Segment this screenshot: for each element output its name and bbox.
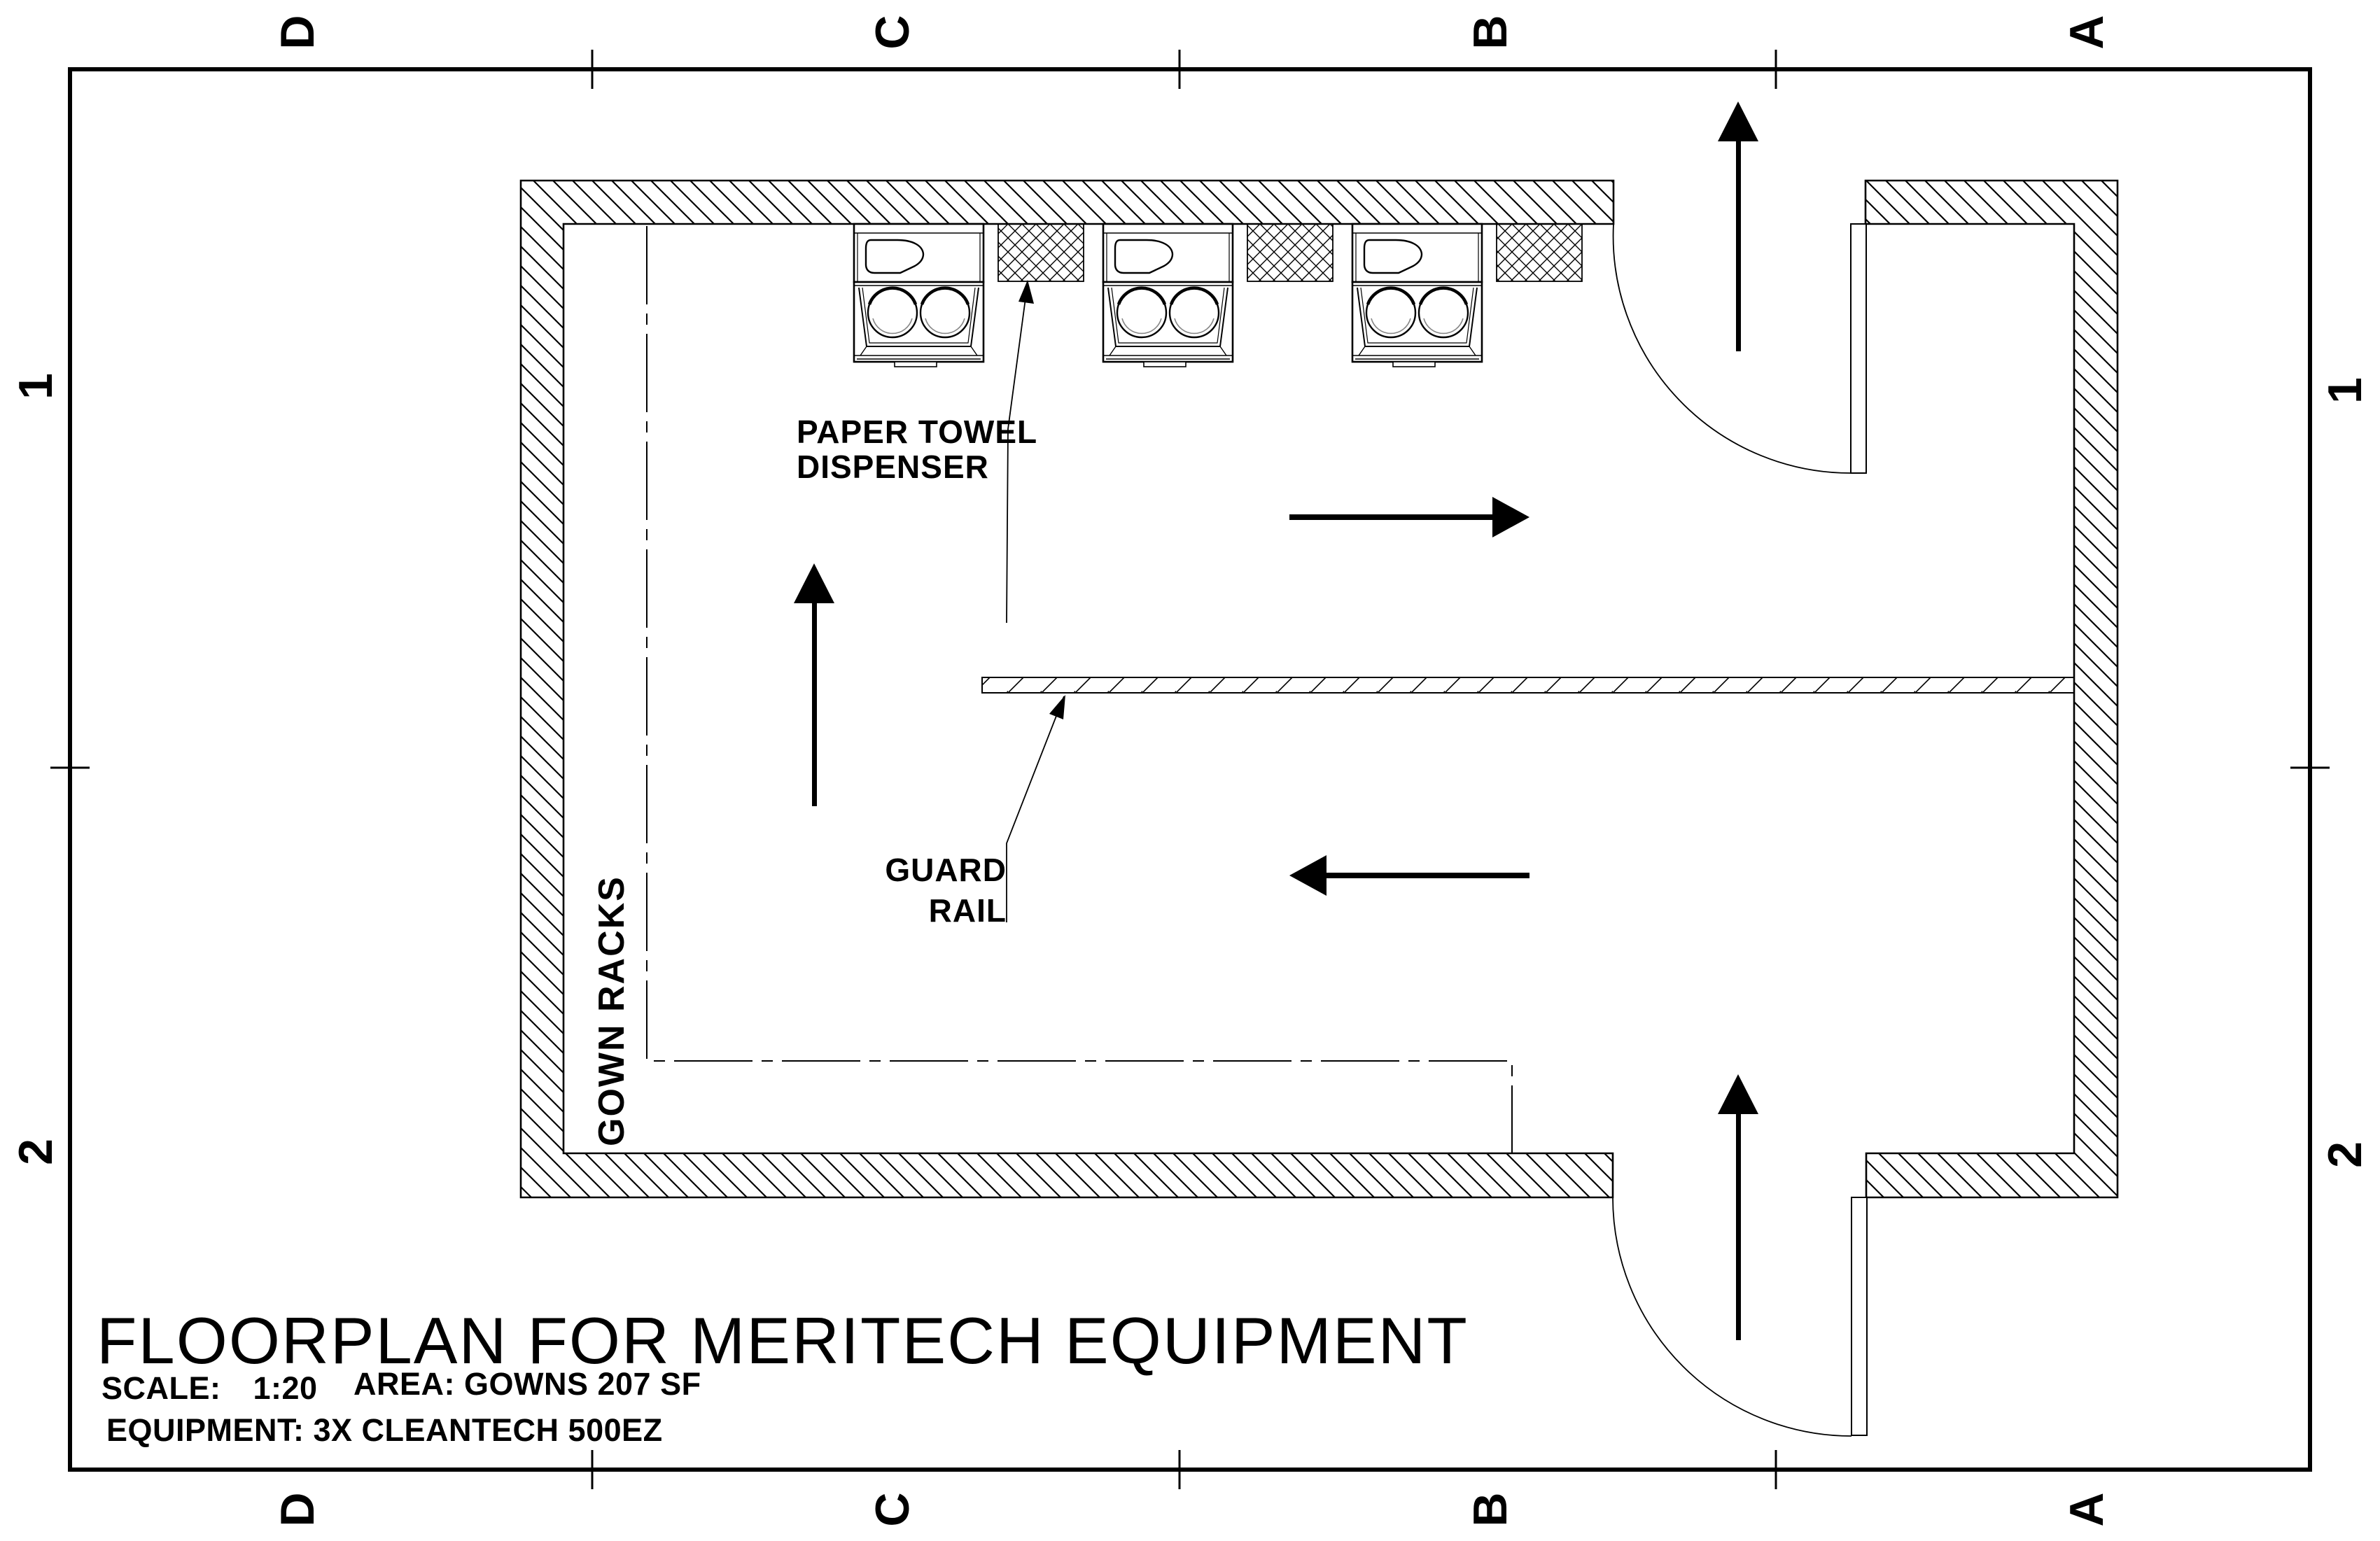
paper-towel-label-line1: PAPER TOWEL <box>797 414 1038 450</box>
grid-label-top-c: C <box>866 15 919 50</box>
cleantech-unit-3 <box>1352 224 1482 367</box>
gown-racks-label: GOWN RACKS <box>592 875 632 1146</box>
scale-value: 1:20 <box>253 1370 318 1406</box>
leader-arrowhead-paper-towel <box>1018 280 1034 304</box>
grid-label-right-2: 2 <box>2318 1141 2372 1168</box>
door-top <box>1612 223 1867 474</box>
grid-label-left-2: 2 <box>9 1139 62 1165</box>
walls <box>519 179 2119 1199</box>
guard-rail-label-line1: GUARD <box>885 852 1007 888</box>
leader-paper-towel <box>1006 282 1028 624</box>
grid-label-bottom-a: A <box>2060 1492 2113 1527</box>
grid-label-top-b: B <box>1464 15 1517 50</box>
wall-left-top-bottom <box>519 179 1615 1199</box>
sheet-border <box>50 50 2330 1489</box>
door-bottom-swing-arc <box>1612 1197 1852 1437</box>
drawing-title: FLOORPLAN FOR MERITECH EQUIPMENT <box>97 1304 1469 1377</box>
leader-arrowhead-guard-rail <box>1049 695 1065 719</box>
paper-towel-dispenser-2 <box>1247 223 1334 282</box>
flow-arrow-right <box>1289 497 1530 537</box>
gown-racks-boundary <box>646 226 1513 1153</box>
door-bottom <box>1612 1197 1868 1437</box>
grid-label-top-d: D <box>271 15 324 50</box>
cleantech-unit-1 <box>854 224 983 367</box>
flow-arrow-entry-top <box>1718 101 1758 351</box>
equipment-units <box>854 224 1482 367</box>
flow-arrow-up-left <box>794 563 834 806</box>
leader-arrowheads <box>1018 280 1065 719</box>
leader-lines <box>1006 282 1065 922</box>
guard-rail <box>981 677 2075 694</box>
paper-towel-dispenser-3 <box>1496 223 1583 282</box>
paper-towel-dispenser-1 <box>997 223 1084 282</box>
grid-label-bottom-c: C <box>866 1492 919 1527</box>
door-top-leaf <box>1850 223 1867 474</box>
grid-label-right-1: 1 <box>2318 377 2372 404</box>
grid-ticks-bottom <box>591 1450 1777 1489</box>
flow-arrow-entry-bottom <box>1718 1074 1758 1340</box>
scale-key: SCALE: <box>102 1370 221 1406</box>
grid-label-bottom-d: D <box>271 1492 324 1527</box>
paper-towel-label-line2: DISPENSER <box>797 449 989 485</box>
flow-arrow-left <box>1289 855 1530 896</box>
area-label: AREA: GOWNS 207 SF <box>354 1366 701 1402</box>
equipment-label: EQUIPMENT: 3X CLEANTECH 500EZ <box>106 1412 663 1448</box>
guard-rail-label-line2: RAIL <box>928 892 1007 929</box>
grid-label-left-1: 1 <box>9 373 62 400</box>
grid-label-top-a: A <box>2060 15 2113 50</box>
grid-ticks-top <box>591 50 1777 89</box>
scale-label: SCALE: 1:20 <box>102 1370 318 1407</box>
cleantech-unit-2 <box>1103 224 1233 367</box>
leader-guard-rail <box>1006 696 1065 922</box>
guard-rail-label: GUARD RAIL <box>867 850 1007 931</box>
grid-label-bottom-b: B <box>1464 1492 1517 1527</box>
door-bottom-leaf <box>1851 1197 1868 1436</box>
flow-arrows <box>794 101 1758 1340</box>
paper-towel-dispensers <box>997 223 1583 282</box>
wall-right <box>1864 179 2119 1199</box>
door-top-swing-arc <box>1612 223 1851 474</box>
